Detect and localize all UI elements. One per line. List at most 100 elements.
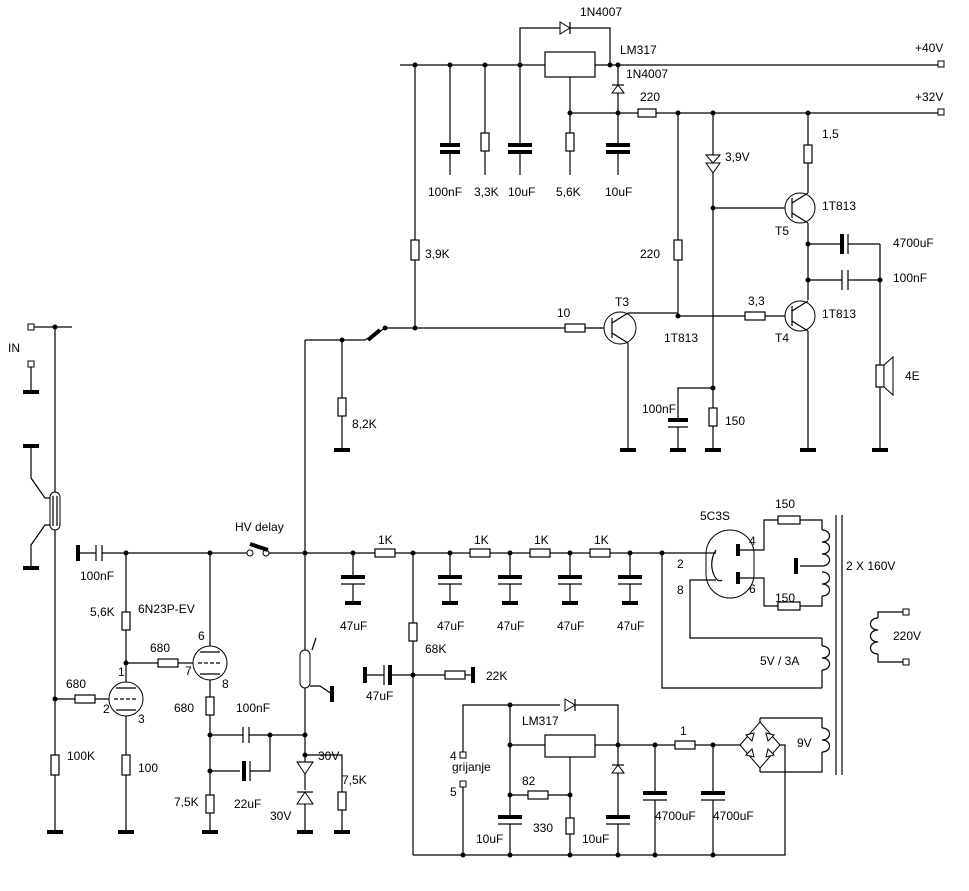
label-6n23p: 6N23P-EV (138, 602, 195, 616)
label-r-150: 150 (725, 414, 745, 428)
label-220v: 220V (893, 629, 921, 643)
label-r-220: 220 (640, 247, 660, 261)
label-pin6-5c3s: 6 (749, 582, 756, 596)
terminal-32v (937, 108, 945, 116)
label-r-3-3: 3,3 (748, 294, 765, 308)
label-heater-5v: 5V / 3A (760, 654, 799, 668)
label-c-47uf-bias: 47uF (366, 689, 393, 703)
label-c-100nf: 100nF (893, 271, 927, 285)
hv-supply: HV delay 1K 1K 1K 1K (235, 497, 823, 855)
label-pin3: 3 (138, 712, 145, 726)
switch-icon (366, 328, 382, 342)
label-cap-10uf-a: 10uF (508, 185, 535, 199)
label-t4-type: 1T813 (822, 307, 856, 321)
diode-heater-icon (564, 698, 576, 712)
label-pin2-5c3s: 2 (677, 557, 684, 571)
label-r-150a: 150 (775, 497, 795, 511)
label-r-8-2k: 8,2K (352, 417, 377, 431)
label-r-100: 100 (138, 761, 158, 775)
speaker-icon (875, 364, 885, 388)
label-r-7-5k-a: 7,5K (174, 795, 199, 809)
label-c-4700: 4700uF (893, 236, 934, 250)
label-hv-c3: 47uF (497, 619, 524, 633)
label-r-5-6k: 5,6K (556, 185, 581, 199)
output-stage: 3,9K 10 T3 1T813 220 3,3 3,9V (304, 65, 934, 650)
lm317-top (544, 51, 596, 78)
label-r-680-a: 680 (66, 677, 86, 691)
bridge-rectifier-icon (739, 721, 781, 769)
label-c-10uf-a: 10uF (476, 832, 503, 846)
label-pin7: 7 (185, 664, 192, 678)
label-c-100nf-pre: 100nF (236, 701, 270, 715)
hv-delay-switch-icon (249, 542, 269, 552)
label-cap-10uf-b: 10uF (605, 185, 632, 199)
diode-heater-2-icon (611, 764, 625, 774)
label-r-100k: 100K (67, 749, 95, 763)
label-hv-c2: 47uF (437, 619, 464, 633)
label-in: IN (8, 341, 20, 355)
label-c-4700-a: 4700uF (655, 809, 696, 823)
label-hv-r4: 1K (594, 533, 609, 547)
heater-supply: 1 4700uF 4700uF LM317 330 (413, 698, 786, 858)
heater-9v-winding-icon (821, 727, 831, 753)
label-t4: T4 (775, 331, 789, 345)
label-hv-c5: 47uF (617, 619, 644, 633)
label-r-680-c: 680 (174, 701, 194, 715)
label-r-10: 10 (557, 306, 571, 320)
label-hv-c1: 47uF (340, 619, 367, 633)
label-c-22uf: 22uF (234, 797, 261, 811)
label-hv-r2: 1K (474, 533, 489, 547)
diode-2-icon (611, 84, 625, 94)
terminal-40v (937, 60, 945, 68)
label-t5: T5 (775, 224, 789, 238)
label-2x160v: 2 X 160V (846, 559, 895, 573)
zener-3-9v-icon (705, 162, 721, 174)
label-pin6: 6 (198, 629, 205, 643)
label-5c3s: 5C3S (700, 509, 730, 523)
label-40v: +40V (915, 41, 943, 55)
label-r-3-9k: 3,9K (425, 247, 450, 261)
label-r-82: 82 (522, 774, 536, 788)
label-r-7-5k-b: 7,5K (342, 773, 367, 787)
volume-pot-icon (49, 491, 61, 531)
label-pin8-5c3s: 8 (677, 583, 684, 597)
label-c-in: 100nF (80, 569, 114, 583)
label-pin1: 1 (118, 665, 125, 679)
label-r-68k: 68K (425, 642, 446, 656)
hv-winding-a-icon (821, 529, 831, 567)
zener-30v-a-icon (296, 761, 314, 775)
label-t3: T3 (615, 295, 629, 309)
label-z-3-9v: 3,9V (725, 150, 750, 164)
tube-5c3s-icon (705, 529, 755, 599)
label-speaker: 4E (905, 369, 920, 383)
label-r-330: 330 (533, 821, 553, 835)
label-heater-9v: 9V (797, 736, 812, 750)
heater-5v-winding-icon (821, 645, 831, 671)
label-lm317-top: LM317 (620, 43, 657, 57)
label-32v: +32V (915, 90, 943, 104)
label-r-150b: 150 (775, 591, 795, 605)
label-z-30v-a: 30V (318, 749, 339, 763)
label-pin4-5c3s: 4 (749, 534, 756, 548)
label-hv-r1: 1K (378, 533, 393, 547)
label-pin2: 2 (103, 702, 110, 716)
transformer: 9V 2 X 160V 220V (760, 515, 921, 775)
lm317-heater (544, 734, 596, 758)
label-r-1: 1 (680, 724, 687, 738)
label-t5-type: 1T813 (822, 199, 856, 213)
top-regulator: 1N4007 LM317 1N4007 220 +40V +32V 100nF … (400, 5, 945, 199)
label-hv-c4: 47uF (557, 619, 584, 633)
label-heater-pin5: 5 (450, 785, 457, 799)
label-hv-delay: HV delay (235, 520, 284, 534)
label-r-680-b: 680 (150, 641, 170, 655)
label-heater-pin4: 4 (450, 749, 457, 763)
mains-winding-icon (869, 617, 879, 655)
label-t3-type: 1T813 (664, 331, 698, 345)
label-z-30v-b: 30V (270, 809, 291, 823)
label-r-1-5: 1,5 (822, 127, 839, 141)
label-c-4700-b: 4700uF (713, 809, 754, 823)
preamp: IN 100K 680 1 2 3 5,6K (8, 323, 367, 834)
label-hv-r3: 1K (534, 533, 549, 547)
label-1n4007-a: 1N4007 (580, 5, 622, 19)
